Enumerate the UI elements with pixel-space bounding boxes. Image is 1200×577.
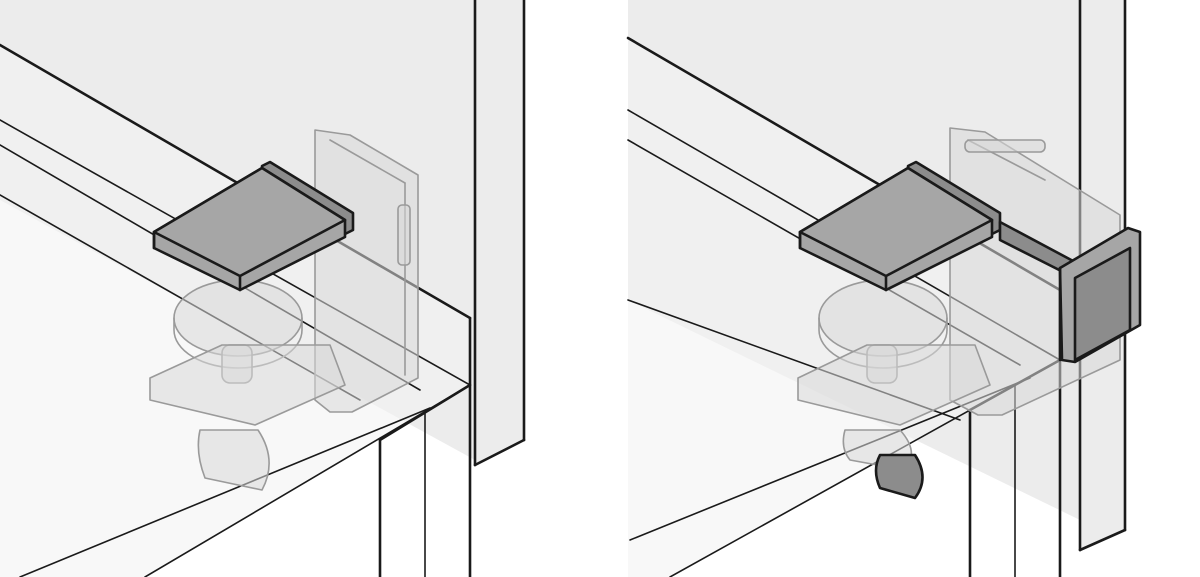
- ghost-knob-right: [797, 279, 991, 500]
- figure-right-clamp-connector: [626, 0, 1142, 577]
- figure-left-clamp-single: [0, 0, 526, 577]
- panel-connector: [998, 220, 1142, 364]
- ghost-bracket-left: [314, 129, 419, 413]
- ghost-knob-left: [149, 279, 346, 491]
- clamp-plate-left: [152, 160, 355, 292]
